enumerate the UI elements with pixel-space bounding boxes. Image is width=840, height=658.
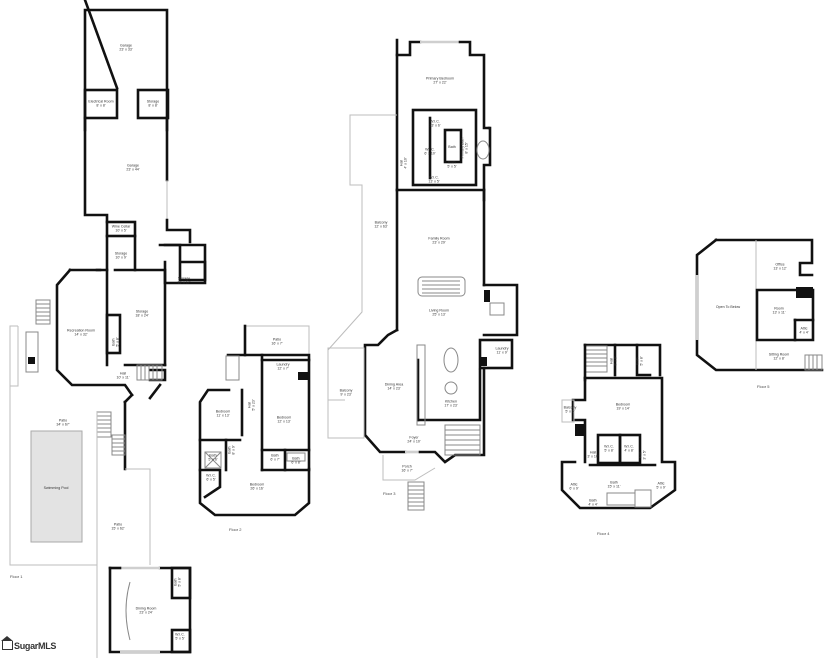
brand-name: SugarMLS: [14, 641, 57, 651]
room-label: W.I.C.6' x 5': [206, 473, 216, 482]
room-label: Open To Below: [715, 304, 741, 309]
room-label: W.I.C.13' x 5': [428, 175, 440, 184]
floor-5-label: Floor 5: [757, 384, 770, 389]
house-icon: [1, 636, 13, 650]
floor-2-label: Floor 2: [229, 527, 242, 532]
floor-1-label: Floor 1: [10, 574, 23, 579]
floor-3-label: Floor 3: [383, 491, 396, 496]
room-label: W.I.C.13' x 6': [429, 119, 441, 128]
floor-3-walls: [327, 38, 519, 511]
room-label: W.I.C.5' x 5': [175, 632, 185, 641]
floor-5-walls: [695, 238, 824, 372]
floor-1-walls: [9, 0, 207, 658]
room-label: Swimming Pool: [43, 485, 69, 490]
room-label: W.I.C.6' x 10': [424, 147, 436, 156]
room-label: W.I.C.5' x 8': [604, 444, 614, 453]
floor-4-label: Floor 4: [597, 531, 610, 536]
room-label: Bath: [448, 144, 456, 149]
brand-logo: SugarMLS: [1, 636, 57, 651]
room-label: W.I.C.4' x 8': [624, 444, 634, 453]
floor-2-walls: [198, 324, 311, 517]
floor-4-walls: [560, 343, 677, 510]
